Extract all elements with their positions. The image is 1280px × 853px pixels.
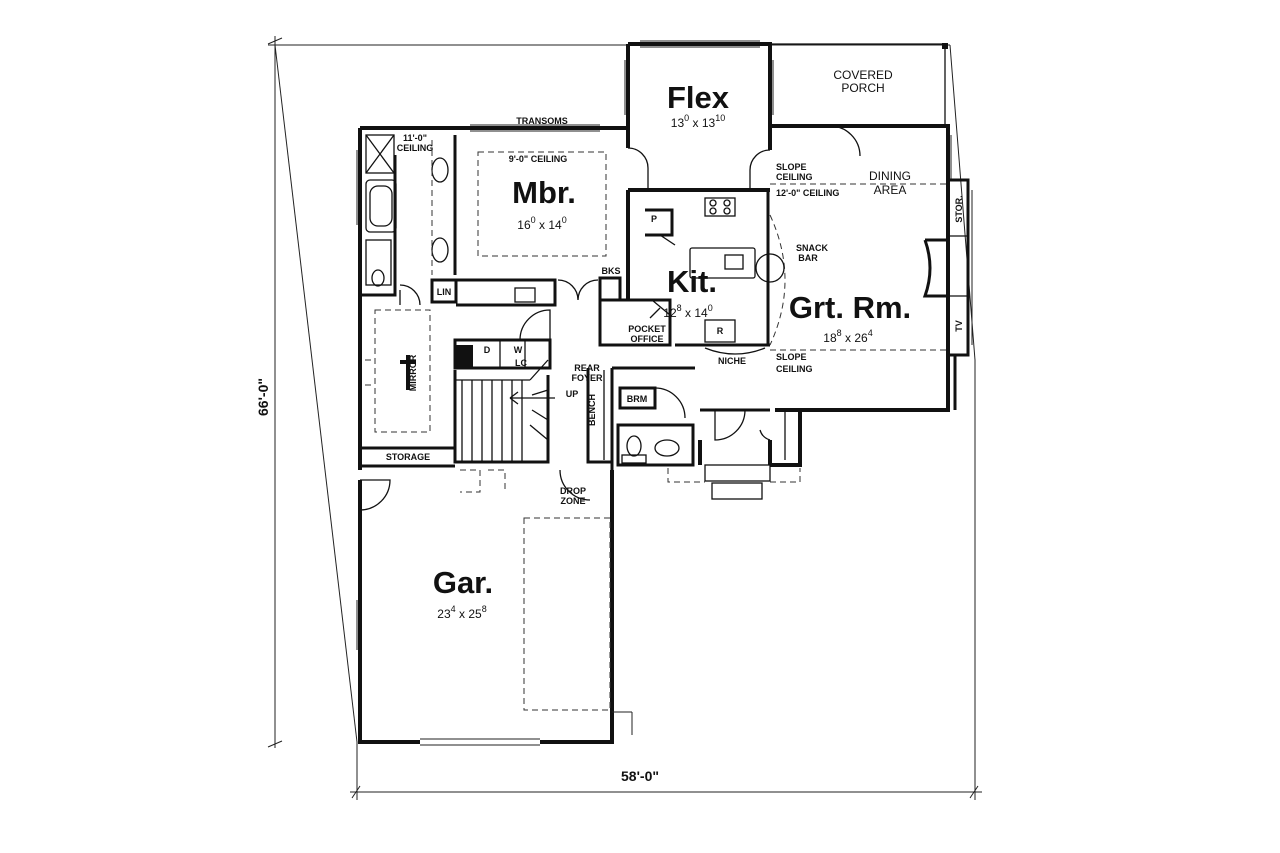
brm-label: BRM	[627, 394, 648, 404]
room-gar: Gar. 234 x 258	[433, 565, 493, 621]
storage-label: STORAGE	[386, 452, 430, 462]
stair-treads	[455, 359, 555, 462]
pocket-office-label-1: POCKET	[628, 324, 666, 334]
exterior-walls	[356, 40, 973, 746]
interior-walls	[359, 125, 950, 511]
stair-up-label: UP	[566, 389, 579, 399]
room-dimensions: 160 x 140	[517, 215, 566, 232]
room-name: Kit.	[667, 264, 717, 299]
room-dimensions: 234 x 258	[437, 604, 486, 621]
rear-foyer-label-2: FOYER	[571, 373, 603, 383]
stor-label: STOR.	[954, 195, 964, 222]
room-dimensions: 130 x 1310	[671, 113, 725, 130]
overall-width-label: 58'-0"	[621, 768, 659, 784]
room-kit: Kit. 128 x 140	[663, 264, 717, 320]
room-name: Flex	[667, 80, 730, 115]
room-name: Gar.	[433, 565, 493, 600]
niche-label: NICHE	[718, 356, 746, 366]
annotation-labels: COVERED PORCH TRANSOMS 11'-0" CEILING 9'…	[386, 68, 964, 506]
bks-label: BKS	[601, 266, 620, 276]
dining-area-label-1: DINING	[869, 169, 911, 183]
room-dimensions: 128 x 140	[663, 303, 712, 320]
room-name: Grt. Rm.	[789, 290, 911, 325]
transoms-label: TRANSOMS	[516, 116, 568, 126]
slope-ceiling-bot-2: CEILING	[776, 364, 813, 374]
snack-bar-label-1: SNACK	[796, 243, 829, 253]
lc-label: LC	[515, 358, 527, 368]
room-name: Mbr.	[512, 175, 576, 210]
drop-zone-label-2: ZONE	[560, 496, 585, 506]
rear-foyer-label-1: REAR	[574, 363, 600, 373]
slope-ceiling-top-2: CEILING	[776, 172, 813, 182]
ceiling-11-label-1: 11'-0"	[403, 133, 427, 143]
room-flex: Flex 130 x 1310	[667, 80, 730, 130]
ceiling-12-label: 12'-0" CEILING	[776, 188, 839, 198]
pantry-label: P	[651, 214, 657, 224]
mirror-label: MIRROR	[408, 354, 418, 391]
covered-porch-label-2: PORCH	[841, 81, 884, 95]
room-grt-rm: Grt. Rm. 188 x 264	[789, 290, 911, 345]
slope-ceiling-top-1: SLOPE	[776, 162, 807, 172]
ceiling-11-label-2: CEILING	[397, 143, 434, 153]
covered-porch-label-1: COVERED	[833, 68, 893, 82]
overall-depth-label: 66'-0"	[255, 378, 271, 416]
drop-zone-label-1: DROP	[560, 486, 586, 496]
dimension-lines	[267, 36, 982, 800]
room-mbr: Mbr. 160 x 140	[512, 175, 576, 232]
dryer-label: D	[484, 345, 491, 355]
dining-area-label-2: AREA	[874, 183, 907, 197]
snack-bar-label-2: BAR	[798, 253, 818, 263]
room-dimensions: 188 x 264	[823, 328, 872, 345]
pocket-office-label-2: OFFICE	[631, 334, 664, 344]
slope-ceiling-bot-1: SLOPE	[776, 352, 807, 362]
lin-label: LIN	[437, 287, 452, 297]
washer-label: W	[514, 345, 523, 355]
fridge-label: R	[717, 326, 724, 336]
ceiling-9-label: 9'-0" CEILING	[509, 154, 567, 164]
tv-label: TV	[954, 320, 964, 332]
ceiling-outlines	[477, 151, 948, 711]
bench-label: BENCH	[587, 394, 597, 426]
